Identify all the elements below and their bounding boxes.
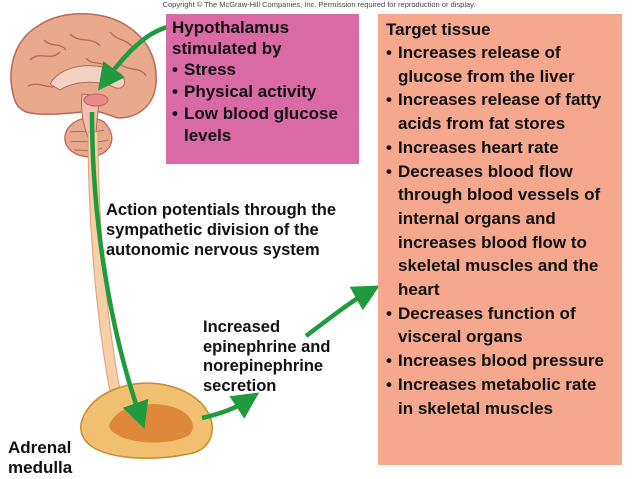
bullet-icon: • [386, 161, 392, 181]
adrenal-gland-illustration [80, 382, 213, 459]
copyright-notice: Copyright © The McGraw-Hill Companies, I… [162, 0, 476, 9]
bullet-icon: • [386, 90, 392, 110]
hypothalamus-stimuli-list: •Stress •Physical activity •Low blood gl… [172, 59, 353, 147]
arrow-adrenal-to-secretion [201, 392, 260, 421]
effect-item: •Increases blood pressure [386, 349, 616, 373]
effect-item: •Increases release of fatty acids from f… [386, 90, 602, 134]
hypothalamus-title-line-1: Hypothalamus [172, 18, 290, 37]
bullet-icon: • [386, 374, 392, 394]
hypothalamus-box: Hypothalamus stimulated by •Stress •Phys… [166, 14, 359, 164]
arrow-hypothalamus-to-brain [97, 23, 173, 91]
stimulus-item: •Stress [172, 60, 236, 79]
target-tissue-title: Target tissue [386, 20, 491, 39]
effect-item: •Increases release of glucose from the l… [386, 43, 575, 86]
brain-illustration [10, 13, 157, 158]
adrenal-medulla-label: Adrenal medulla [8, 438, 73, 477]
bullet-icon: • [386, 351, 392, 371]
bullet-icon: • [172, 104, 178, 123]
effect-item: •Decreases function of visceral organs [386, 303, 576, 347]
stimulus-item: •Physical activity [172, 82, 317, 101]
bullet-icon: • [172, 60, 178, 79]
hypothalamus-title-line-2: stimulated by [172, 39, 282, 58]
target-effects-list: •Increases release of glucose from the l… [386, 41, 616, 420]
effect-item: •Increases metabolic rate in skeletal mu… [386, 374, 597, 418]
brain-gyri [27, 31, 147, 88]
arrow-secretion-to-target [304, 285, 380, 338]
bullet-icon: • [386, 137, 392, 157]
arrow-brain-to-adrenal [89, 111, 149, 429]
secretion-label: Increased epinephrine and norepinephrine… [203, 318, 331, 395]
target-tissue-box: Target tissue •Increases release of gluc… [378, 14, 622, 465]
effect-item: •Decreases blood flow through blood vess… [386, 161, 601, 300]
bullet-icon: • [172, 82, 178, 101]
stimulus-item: •Low blood glucose levels [172, 104, 338, 145]
action-potentials-label: Action potentials through the sympatheti… [106, 201, 337, 259]
bullet-icon: • [386, 43, 392, 62]
effect-item: •Increases heart rate [386, 136, 616, 160]
hypothalamus-region [83, 93, 109, 107]
bullet-icon: • [386, 303, 392, 323]
